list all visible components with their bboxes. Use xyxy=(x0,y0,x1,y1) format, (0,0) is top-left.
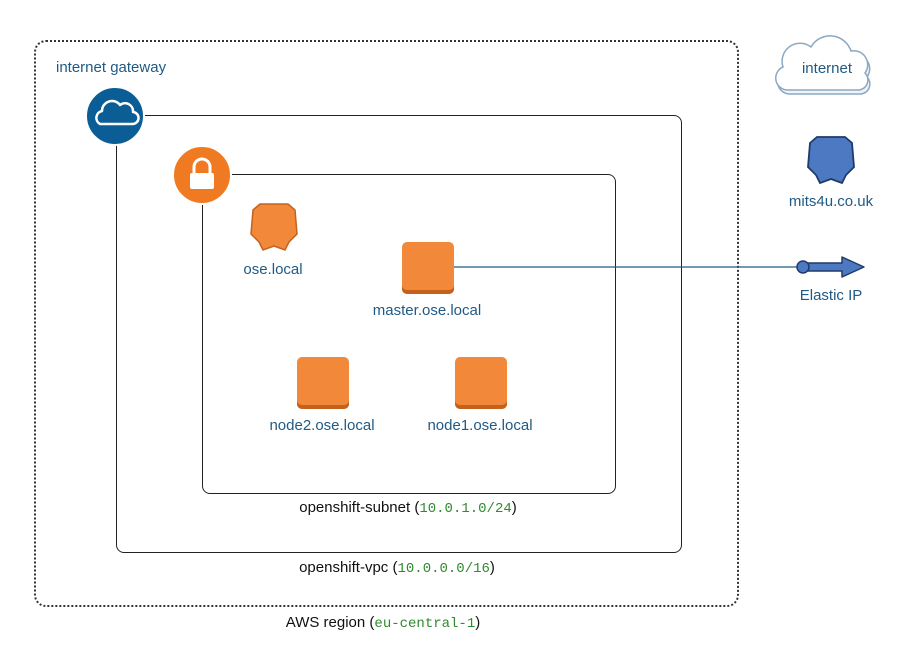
public-zone-shield-icon[interactable] xyxy=(804,133,858,187)
vpc-cidr: 10.0.0.0/16 xyxy=(397,561,490,577)
lock-icon[interactable] xyxy=(172,145,232,205)
subnet-boundary xyxy=(202,174,616,494)
subnet-name: openshift-subnet xyxy=(299,499,411,516)
vpc-name: openshift-vpc xyxy=(299,559,389,576)
node1-instance-icon[interactable] xyxy=(455,357,507,409)
subnet-label: openshift-subnet (10.0.1.0/24) xyxy=(299,499,517,517)
region-name: AWS region xyxy=(285,614,366,631)
vpc-label: openshift-vpc (10.0.0.0/16) xyxy=(299,559,495,577)
subnet-cidr: 10.0.1.0/24 xyxy=(419,501,512,517)
vpc-boundary xyxy=(116,115,682,553)
master-instance-label: master.ose.local xyxy=(372,302,482,319)
region-code: eu-central-1 xyxy=(374,616,476,632)
master-instance-icon[interactable] xyxy=(402,242,454,294)
node1-instance-label: node1.ose.local xyxy=(427,417,533,434)
elastic-ip-label: Elastic IP xyxy=(799,287,863,304)
region-label: AWS region (eu-central-1) xyxy=(285,614,481,632)
elastic-ip-icon[interactable] xyxy=(794,255,868,281)
internet-label: internet xyxy=(801,60,853,77)
dns-zone-label: ose.local xyxy=(243,261,303,278)
gateway-label: internet gateway xyxy=(56,59,167,76)
route53-zone-icon[interactable] xyxy=(247,200,301,254)
public-zone-label: mits4u.co.uk xyxy=(788,193,874,210)
aws-region-boundary xyxy=(34,40,739,607)
node2-instance-icon[interactable] xyxy=(297,357,349,409)
internet-cloud-icon[interactable] xyxy=(775,28,881,98)
internet-gateway-icon[interactable] xyxy=(85,86,145,146)
node2-instance-label: node2.ose.local xyxy=(269,417,375,434)
